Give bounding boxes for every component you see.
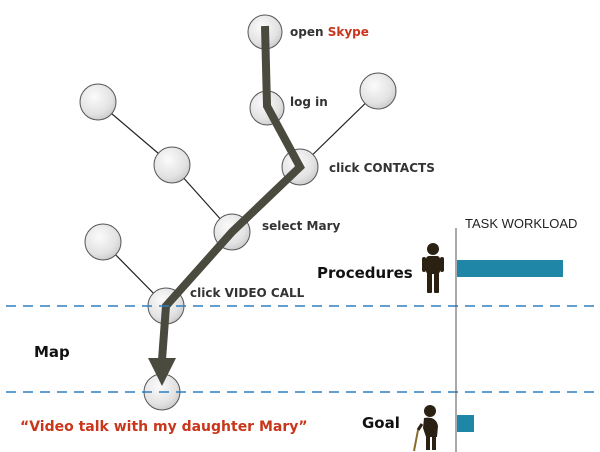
task-workload-header: TASK WORKLOAD xyxy=(465,216,577,231)
step-click-video-call: click VIDEO CALL xyxy=(190,286,305,300)
step-open-skype: open Skype xyxy=(290,25,369,39)
procedure-path xyxy=(148,25,305,386)
goal-workload-bar xyxy=(457,415,474,432)
tree-nodes xyxy=(79,14,397,411)
path-arrowhead xyxy=(148,358,176,386)
procedures-label: Procedures xyxy=(317,264,413,282)
step-select-mary: select Mary xyxy=(262,219,341,233)
node-top-right xyxy=(359,72,397,110)
step-click-contacts: click CONTACTS xyxy=(329,161,435,175)
divider-lines xyxy=(6,305,596,393)
elderly-person-with-cane-icon xyxy=(413,405,438,452)
standing-person-icon xyxy=(422,243,444,293)
node-top-left xyxy=(79,83,117,121)
tree-edges xyxy=(97,31,379,393)
node-left-branch xyxy=(84,223,122,261)
node-mid-left xyxy=(153,146,191,184)
procedures-workload-bar xyxy=(457,260,563,277)
map-label: Map xyxy=(34,343,70,361)
goal-quote: “Video talk with my daughter Mary” xyxy=(20,419,308,435)
goal-label: Goal xyxy=(362,414,400,432)
step-log-in: log in xyxy=(290,95,328,109)
